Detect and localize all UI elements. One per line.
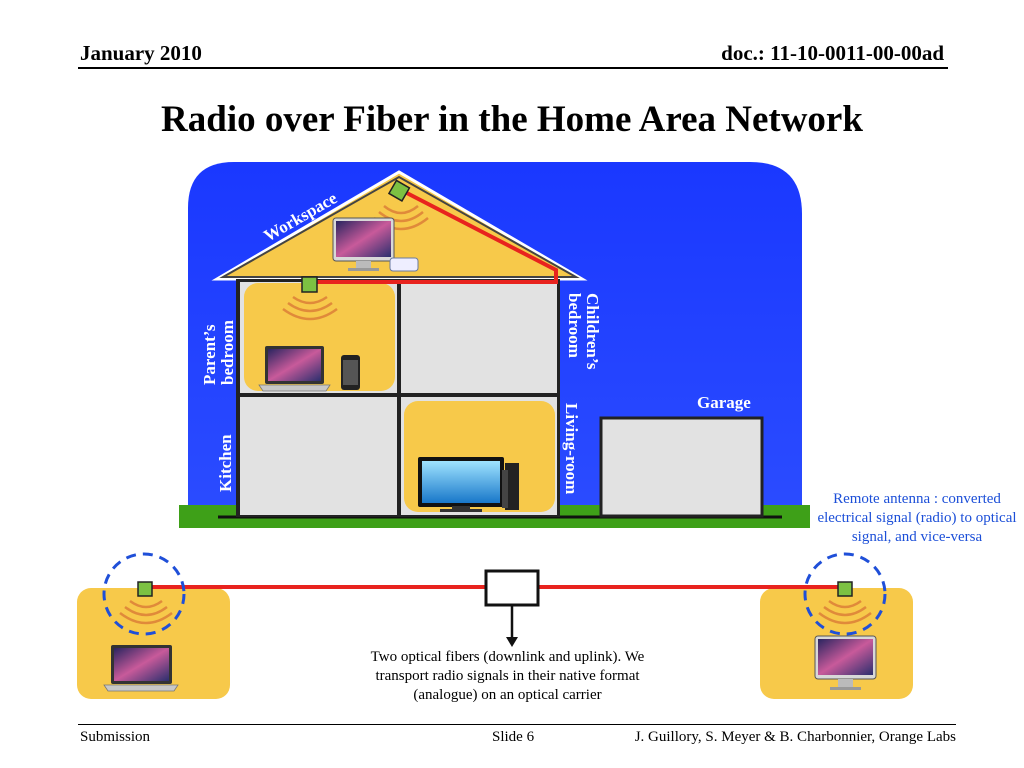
footer-slide-number: Slide 6: [492, 729, 535, 745]
smartphone-parents-icon: [341, 355, 360, 390]
optical-fiber-caption: Two optical fibers (downlink and uplink)…: [370, 649, 645, 703]
computer-tower-icon: [502, 463, 519, 510]
fiber-connector-box: [484, 569, 540, 607]
room-childrens-bedroom: [401, 282, 557, 393]
room-kitchen: [240, 397, 397, 515]
parents-radio-waves-icon: [282, 295, 338, 321]
antenna-workspace-icon: [387, 179, 411, 202]
footer-submission: Submission: [80, 729, 151, 745]
slide-title: Radio over Fiber in the Home Area Networ…: [161, 99, 863, 140]
tv-living-room-icon: [418, 457, 504, 512]
router-workspace-icon: [389, 257, 419, 272]
antenna-parents-icon: [301, 276, 318, 293]
imac-workspace-icon: [332, 217, 395, 271]
antenna-left-icon: [137, 581, 153, 597]
childrens-bedroom-label-2: bedroom: [565, 293, 584, 358]
right-radio-waves-icon: [818, 599, 872, 625]
living-room-label: Living-room: [562, 403, 581, 494]
antenna-right-icon: [837, 581, 853, 597]
roof-outline: [219, 175, 580, 278]
footer-divider: [78, 724, 956, 725]
pointer-arrow-head: [506, 637, 518, 647]
remote-antenna-caption: Remote antenna : converted electrical si…: [817, 491, 1017, 545]
imac-right-icon: [814, 635, 877, 690]
garage-label: Garage: [697, 393, 751, 412]
parents-bedroom-label-2: bedroom: [218, 320, 237, 385]
left-radio-waves-icon: [119, 599, 173, 625]
left-antenna-highlight: [102, 552, 186, 636]
laptop-left-icon: [103, 645, 179, 692]
laptop-parents-icon: [258, 346, 331, 392]
header-doc-id: doc.: 11-10-0011-00-00ad: [721, 41, 944, 65]
header-date: January 2010: [80, 41, 202, 65]
childrens-bedroom-label-1: Children’s: [583, 293, 602, 370]
parents-bedroom-label-1: Parent’s: [200, 324, 219, 385]
header-divider: [78, 67, 948, 69]
right-antenna-highlight: [803, 552, 887, 636]
garage: [599, 416, 764, 518]
in-house-fiber: [310, 188, 558, 284]
kitchen-label: Kitchen: [216, 434, 235, 492]
footer-authors: J. Guillory, S. Meyer & B. Charbonnier, …: [634, 729, 956, 745]
